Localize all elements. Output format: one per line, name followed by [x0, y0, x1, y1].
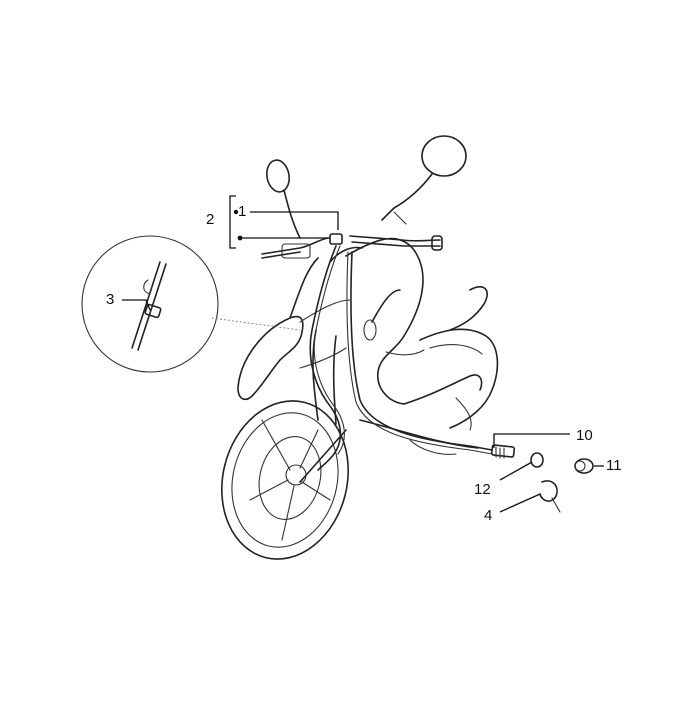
callout-2: 2	[206, 211, 215, 228]
front-shield	[237, 257, 351, 425]
callout-3: 3	[106, 291, 115, 308]
leader-lines	[122, 195, 604, 513]
handlebar-mirrors	[261, 135, 467, 259]
callout-12: 12	[474, 481, 491, 498]
callout-1: 1	[238, 203, 247, 220]
detail-inset	[81, 235, 301, 373]
speedometer-cable	[309, 233, 516, 471]
scooter-body	[299, 237, 499, 455]
callout-4: 4	[484, 507, 493, 524]
loose-parts	[530, 452, 594, 513]
callout-10: 10	[576, 427, 593, 444]
callout-11: 11	[606, 457, 622, 474]
front-wheel	[221, 400, 349, 560]
